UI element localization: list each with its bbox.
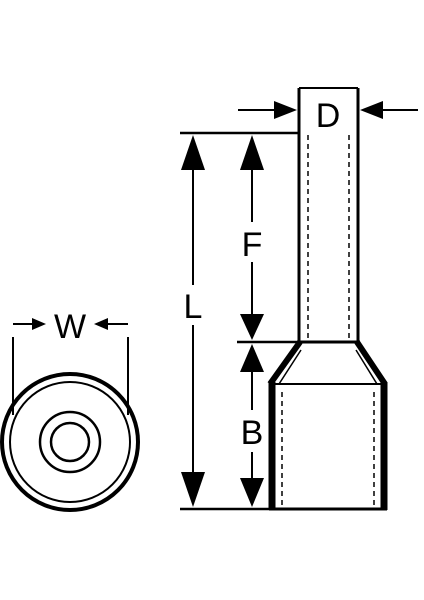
- ferrule-side-view: [267, 88, 388, 511]
- end-view: [0, 372, 140, 512]
- label-f: F: [242, 226, 263, 264]
- d-dimension: [238, 87, 418, 119]
- b-arrow-bottom: [240, 478, 264, 507]
- f-arrow-top: [240, 135, 264, 170]
- b-arrow-top: [240, 344, 264, 372]
- l-dimension: [181, 135, 205, 507]
- w-arrow-left: [32, 318, 46, 330]
- w-dimension: [12, 318, 129, 415]
- inner-ring-outer: [38, 410, 102, 474]
- collar-inner-left: [278, 349, 302, 385]
- l-arrow-top: [181, 135, 205, 170]
- inner-ring-inner: [49, 421, 91, 463]
- extension-lines: [180, 131, 299, 511]
- b-dimension: [240, 344, 264, 507]
- cone-right: [354, 340, 388, 386]
- f-dimension: [240, 135, 264, 340]
- label-w: W: [54, 308, 86, 346]
- label-l: L: [184, 288, 203, 326]
- collar-inner-right: [355, 349, 378, 385]
- w-arrow-right: [94, 318, 108, 330]
- f-arrow-bottom: [240, 314, 264, 340]
- d-arrow-right: [360, 101, 383, 119]
- label-b: B: [241, 414, 264, 452]
- outer-ring-outer: [0, 372, 140, 512]
- cone-left: [267, 340, 303, 386]
- label-d: D: [316, 97, 341, 135]
- d-arrow-left: [274, 101, 297, 119]
- l-arrow-bottom: [181, 472, 205, 507]
- outer-ring-inner: [9, 381, 131, 503]
